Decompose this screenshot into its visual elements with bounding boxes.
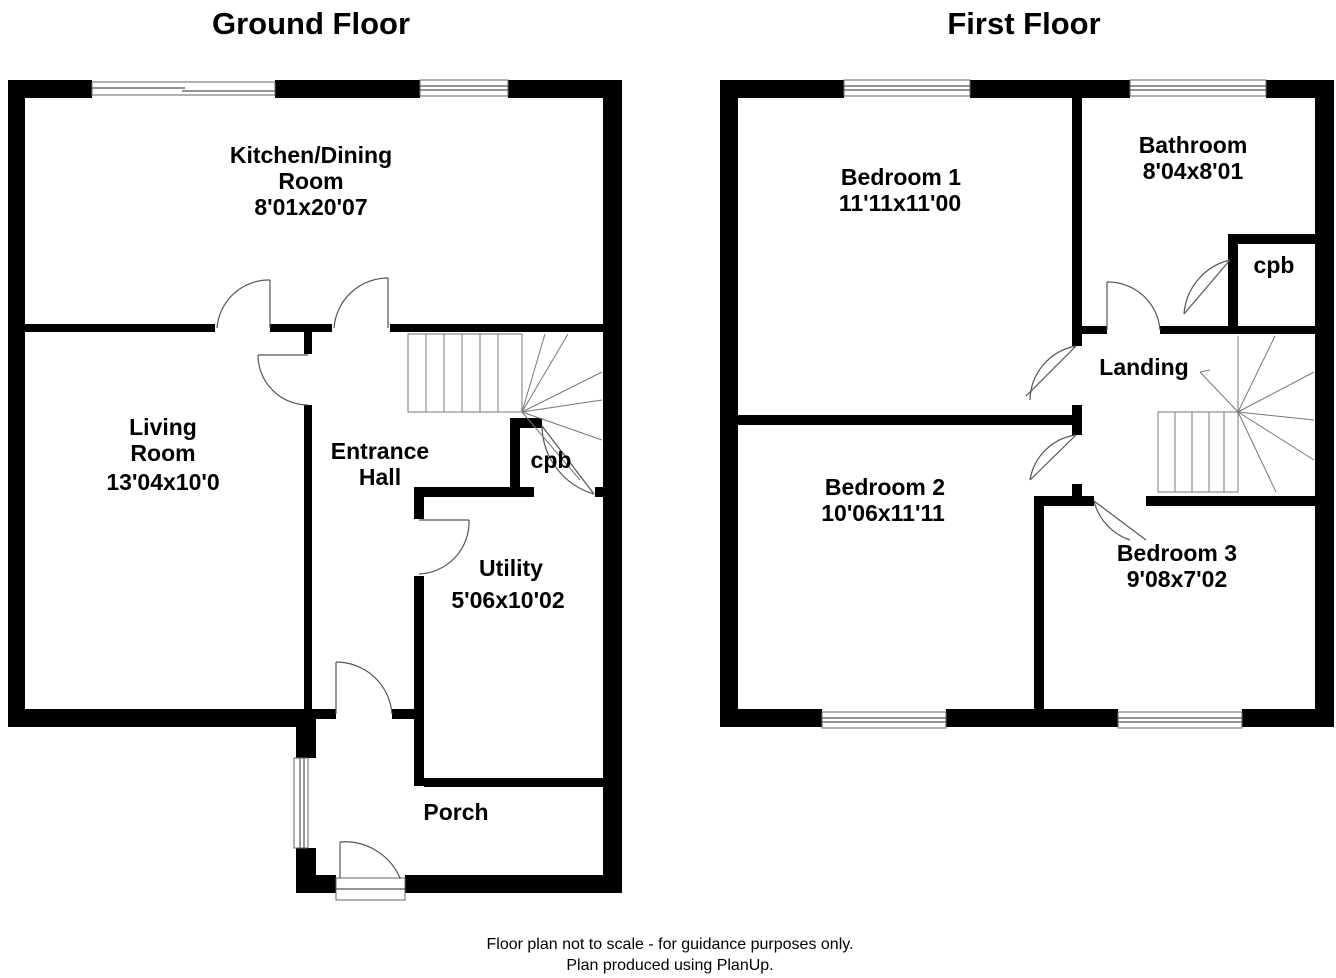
bedroom-2-size: 10'06x11'11 (821, 500, 945, 526)
kitchen-dining-room-size: 8'01x20'07 (254, 194, 367, 220)
footer-disclaimer: Floor plan not to scale - for guidance p… (486, 936, 853, 953)
first-floor-plan (720, 79, 1334, 729)
bedroom-3-size: 9'08x7'02 (1127, 566, 1227, 592)
utility-room-size: 5'06x10'02 (451, 587, 564, 613)
first-floor-cupboard-label: cpb (1254, 252, 1295, 278)
bedroom-1-name: Bedroom 1 (841, 164, 961, 190)
landing-name: Landing (1099, 354, 1188, 380)
first-floor-title: First Floor (947, 6, 1100, 41)
bedroom-1-size: 11'11x11'00 (839, 190, 961, 216)
ground-floor-stairs (407, 333, 603, 481)
first-floor-outer-walls (720, 80, 1334, 727)
first-floor-doors (1025, 259, 1231, 541)
living-room-name-line1: Living (129, 414, 197, 440)
kitchen-dining-room-name-line2: Room (278, 168, 343, 194)
entrance-hall-name-line2: Hall (359, 464, 401, 490)
ground-floor-windows (91, 79, 509, 901)
entrance-hall-name-line1: Entrance (331, 438, 429, 464)
first-floor-inner-walls (738, 98, 1315, 709)
utility-room-name: Utility (479, 555, 543, 581)
first-floor-stairs (1157, 335, 1315, 493)
living-room-size: 13'04x10'0 (106, 469, 219, 495)
ground-floor-doors (216, 277, 595, 879)
first-floor-windows (821, 79, 1267, 729)
bedroom-2-name: Bedroom 2 (825, 474, 945, 500)
kitchen-dining-room-name-line1: Kitchen/Dining (230, 142, 392, 168)
ground-floor-outer-walls (8, 80, 622, 893)
footer-credit: Plan produced using PlanUp. (566, 957, 773, 974)
ground-floor-title: Ground Floor (212, 6, 410, 41)
porch-name: Porch (423, 799, 488, 825)
living-room-name-line2: Room (130, 440, 195, 466)
bathroom-size: 8'04x8'01 (1143, 158, 1244, 184)
bathroom-name: Bathroom (1139, 132, 1248, 158)
bedroom-3-name: Bedroom 3 (1117, 540, 1237, 566)
ground-floor-cupboard-label: cpb (531, 447, 572, 473)
ground-floor-plan (8, 79, 622, 901)
